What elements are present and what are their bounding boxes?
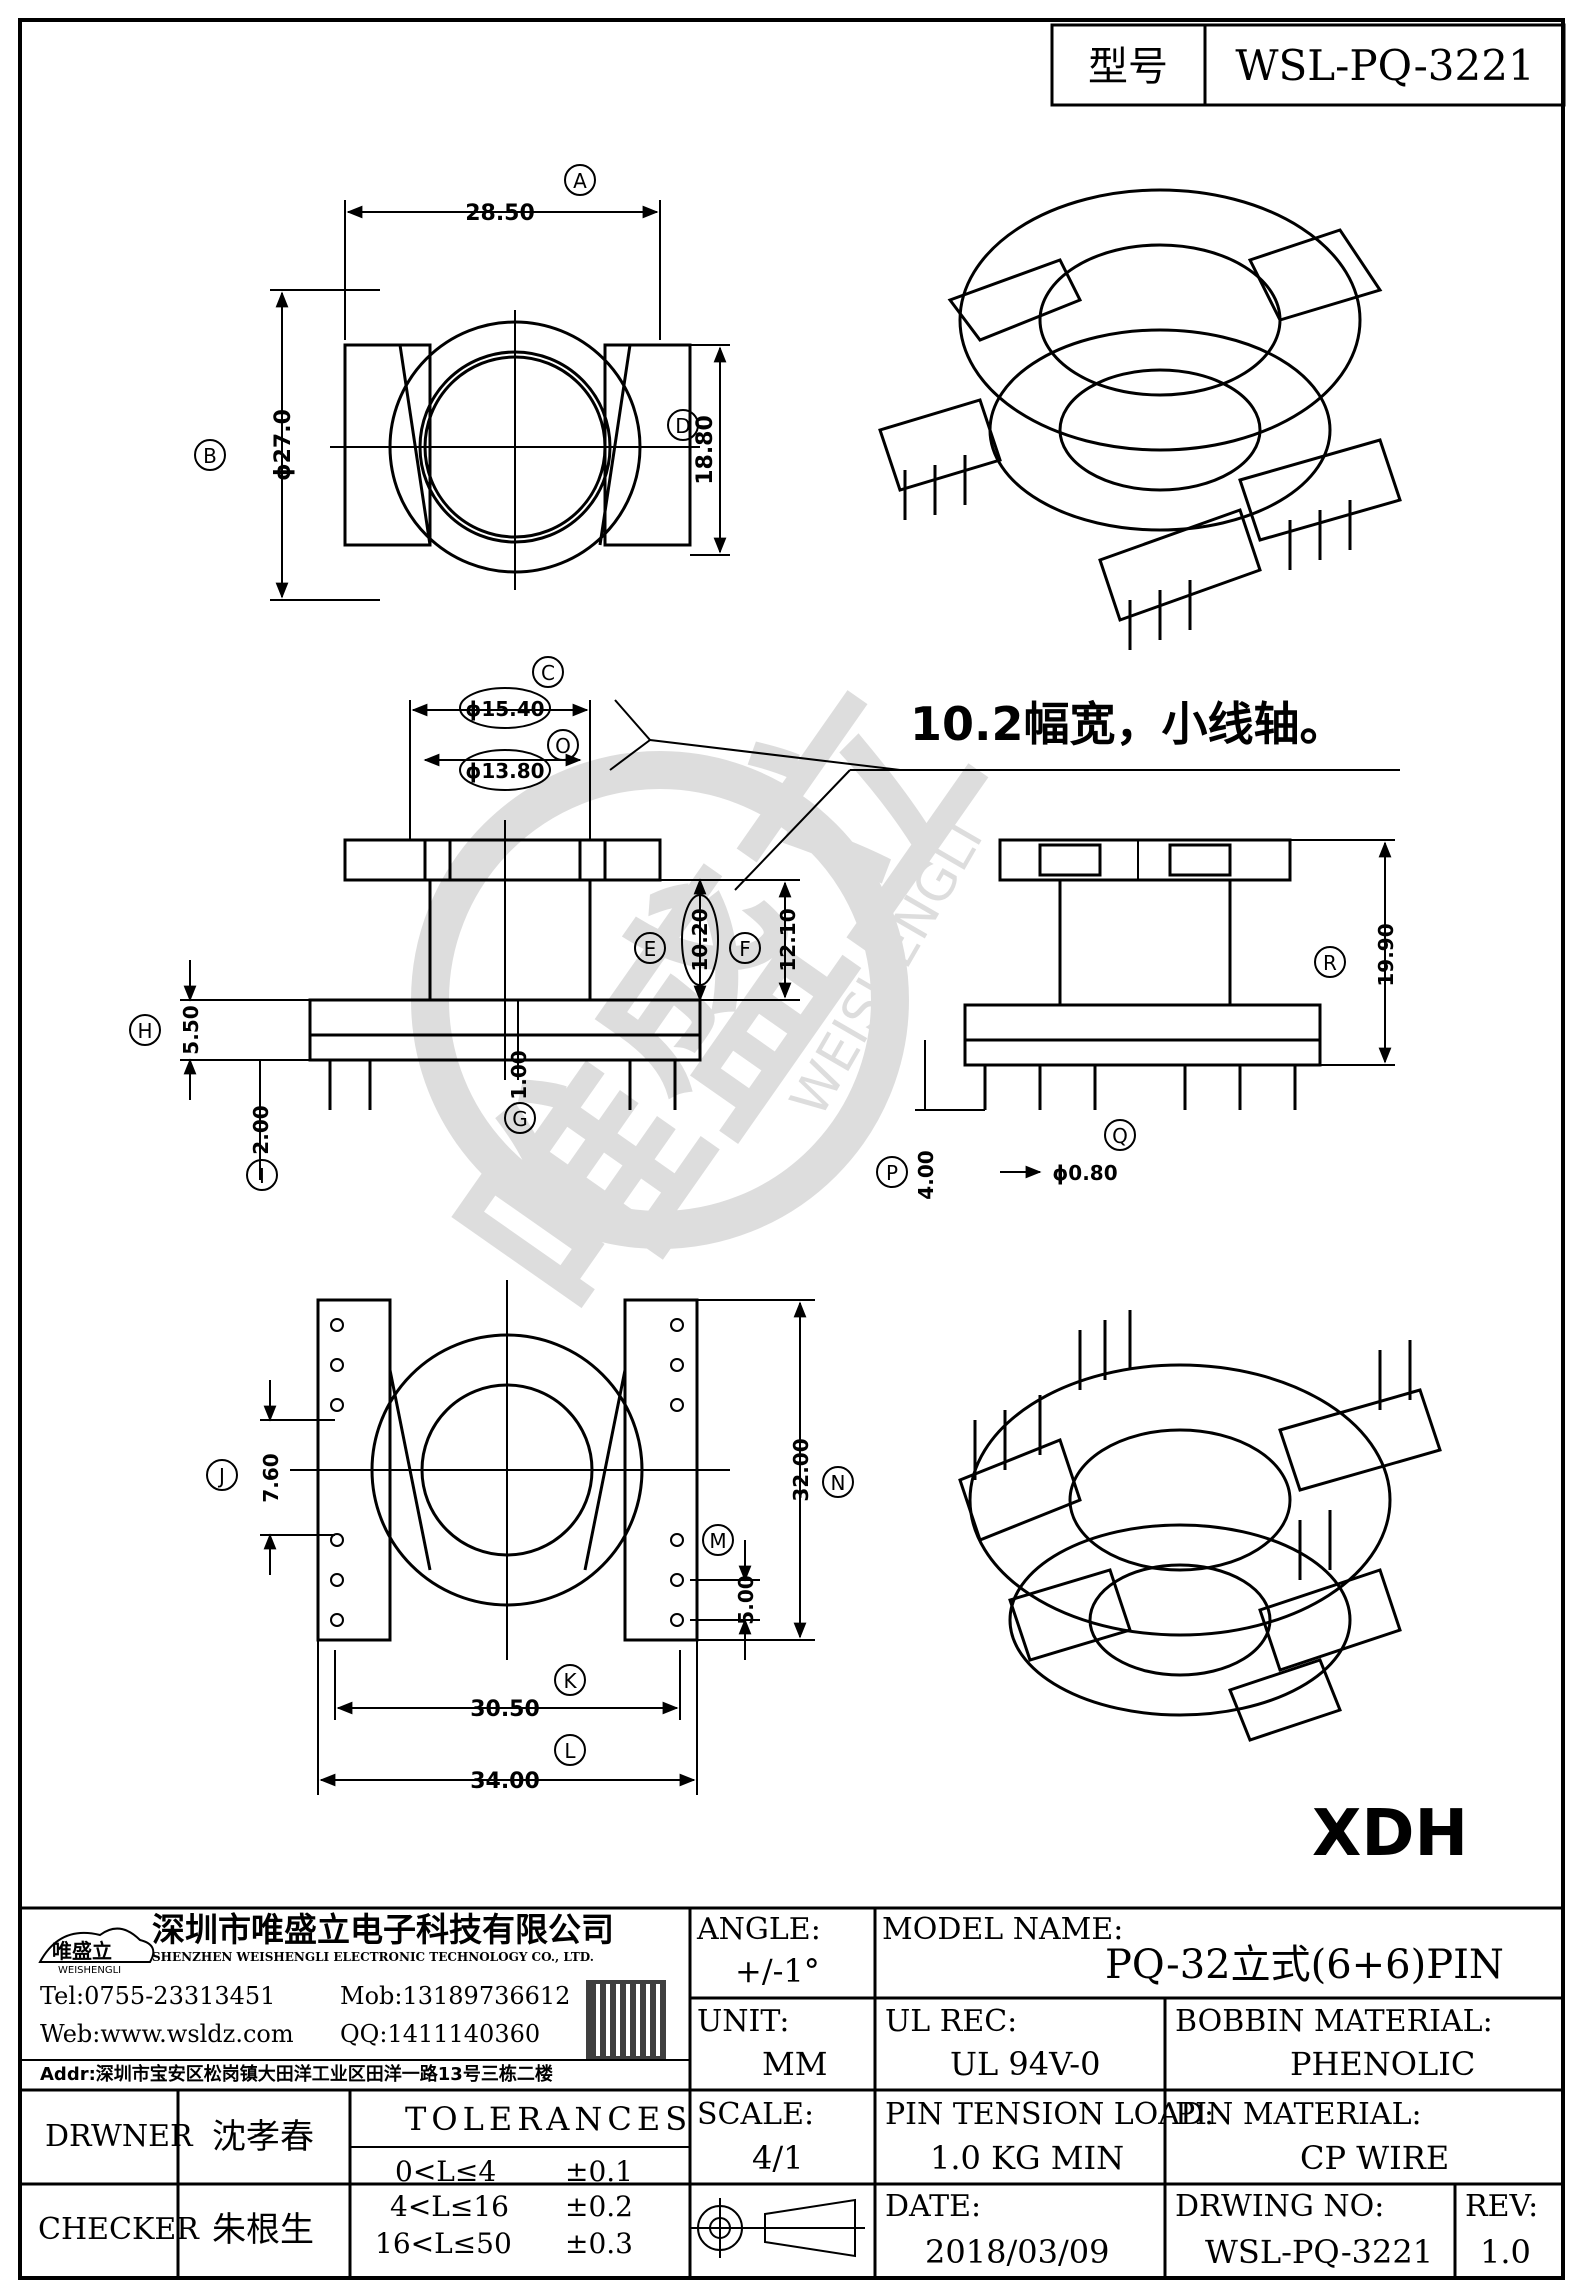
svg-text:G: G (512, 1107, 528, 1131)
sheet-border (18, 18, 1565, 2280)
qr-code-icon (586, 1980, 666, 2060)
svg-text:B: B (203, 444, 217, 468)
svg-text:H: H (137, 1019, 152, 1043)
svg-text:N: N (831, 1471, 846, 1495)
scale-label: SCALE: (697, 2097, 815, 2132)
svg-text:I: I (259, 1164, 265, 1188)
svg-text:32.00: 32.00 (789, 1438, 813, 1501)
svg-text:A: A (573, 169, 587, 193)
type-value: WSL-PQ-3221 (1235, 41, 1534, 90)
tension-label: PIN TENSION LOAD: (885, 2097, 1215, 2132)
svg-text:ϕ13.80: ϕ13.80 (465, 759, 544, 783)
svg-text:12.10: 12.10 (776, 908, 800, 971)
design-note: 10.2幅宽，小线轴。 (910, 697, 1346, 751)
svg-text:10.20: 10.20 (688, 908, 712, 971)
checker-value: 朱根生 (212, 2210, 314, 2250)
title-block (20, 1906, 1563, 2278)
tension-value: 1.0 KG MIN (930, 2139, 1125, 2177)
bobbin-value: PHENOLIC (1290, 2045, 1476, 2083)
company-name-cn: 深圳市唯盛立电子科技有限公司 (152, 1910, 614, 1949)
ul-label: UL REC: (885, 2004, 1018, 2039)
checker-label: CHECKER (38, 2212, 199, 2247)
company-qq: QQ:1411140360 (340, 2020, 541, 2048)
type-header: 型号 WSL-PQ-3221 (1050, 23, 1566, 107)
pin-material-label: PIN MATERIAL: (1175, 2097, 1422, 2132)
tol-range-2: 4<L≤16 (390, 2190, 509, 2223)
svg-text:28.50: 28.50 (465, 201, 535, 226)
svg-text:K: K (563, 1669, 577, 1693)
tol-value-2: ±0.2 (565, 2190, 633, 2223)
svg-text:5.00: 5.00 (734, 1575, 758, 1624)
svg-text:J: J (217, 1464, 225, 1488)
svg-text:ϕ27.0: ϕ27.0 (271, 409, 296, 481)
company-tel: Tel:0755-23313451 (40, 1982, 276, 2010)
svg-text:19.90: 19.90 (1374, 923, 1398, 986)
svg-text:18.80: 18.80 (693, 415, 718, 485)
svg-text:P: P (886, 1161, 898, 1185)
svg-text:30.50: 30.50 (470, 1697, 540, 1722)
front-view: 19.90 R 4.00 P ϕ0.80 Q (876, 838, 1398, 1200)
pin-material-value: CP WIRE (1300, 2139, 1450, 2177)
company-web: Web:www.wsldz.com (40, 2020, 294, 2048)
svg-text:E: E (644, 937, 657, 961)
svg-text:M: M (709, 1529, 726, 1553)
tol-value-1: ±0.1 (565, 2155, 633, 2188)
author-mark: XDH (1312, 1797, 1468, 1871)
tol-value-3: ±0.3 (565, 2227, 633, 2260)
company-address: Addr:深圳市宝安区松岗镇大田洋工业区田洋一路13号三栋二楼 (40, 2064, 553, 2085)
model-label: MODEL NAME: (882, 1912, 1124, 1947)
tol-range-3: 16<L≤50 (375, 2227, 512, 2260)
svg-text:1.00: 1.00 (507, 1050, 531, 1099)
svg-text:Q: Q (1112, 1124, 1128, 1148)
svg-text:F: F (739, 937, 751, 961)
angle-label: ANGLE: (697, 1912, 821, 1947)
svg-text:L: L (564, 1739, 576, 1763)
logo-text: 唯盛立 (52, 1939, 112, 1963)
model-value: PQ-32立式(6+6)PIN (1105, 1942, 1504, 1988)
side-view: ϕ15.40 C ϕ13.80 O 10.20 E 12.10 F 5.50 (129, 656, 800, 1191)
svg-text:D: D (675, 414, 690, 438)
iso-view-top (878, 188, 1402, 650)
ul-value: UL 94V-0 (950, 2045, 1101, 2083)
svg-text:C: C (541, 661, 555, 685)
unit-label: UNIT: (697, 2004, 790, 2039)
drawing-no-value: WSL-PQ-3221 (1205, 2233, 1434, 2271)
svg-text:34.00: 34.00 (470, 1769, 540, 1794)
note-leader (609, 699, 1400, 891)
unit-value: MM (762, 2045, 828, 2083)
angle-value: +/-1° (735, 1952, 820, 1990)
svg-text:7.60: 7.60 (259, 1453, 283, 1502)
rev-label: REV: (1465, 2189, 1539, 2224)
type-label: 型号 (1088, 44, 1168, 90)
svg-text:O: O (555, 734, 571, 758)
logo-sub: WEISHENGLI (58, 1965, 122, 1976)
bottom-view: 30.50 K 34.00 L 7.60 J 32.00 N (206, 1280, 854, 1795)
rev-value: 1.0 (1480, 2233, 1531, 2271)
drawer-label: DRWNER (45, 2119, 193, 2154)
iso-view-bottom (958, 1310, 1442, 1742)
tol-range-1: 0<L≤4 (395, 2155, 497, 2188)
svg-text:R: R (1323, 951, 1337, 975)
svg-text:4.00: 4.00 (914, 1150, 938, 1199)
svg-text:ϕ0.80: ϕ0.80 (1052, 1161, 1117, 1185)
svg-text:2.00: 2.00 (249, 1105, 273, 1154)
date-label: DATE: (885, 2189, 982, 2224)
company-mob: Mob:13189736612 (340, 1982, 571, 2010)
drawer-value: 沈孝春 (212, 2117, 314, 2157)
svg-text:5.50: 5.50 (179, 1005, 203, 1054)
svg-text:ϕ15.40: ϕ15.40 (465, 697, 544, 721)
company-name-en: SHENZHEN WEISHENGLI ELECTRONIC TECHNOLOG… (152, 1950, 594, 1964)
top-view: 28.50 A ϕ27.0 B 18.80 D (194, 164, 730, 601)
drawing-no-label: DRWING NO: (1175, 2189, 1385, 2224)
date-value: 2018/03/09 (925, 2233, 1110, 2271)
bobbin-label: BOBBIN MATERIAL: (1175, 2004, 1493, 2039)
scale-value: 4/1 (752, 2139, 804, 2177)
tolerances-label: TOLERANCES (405, 2100, 693, 2138)
